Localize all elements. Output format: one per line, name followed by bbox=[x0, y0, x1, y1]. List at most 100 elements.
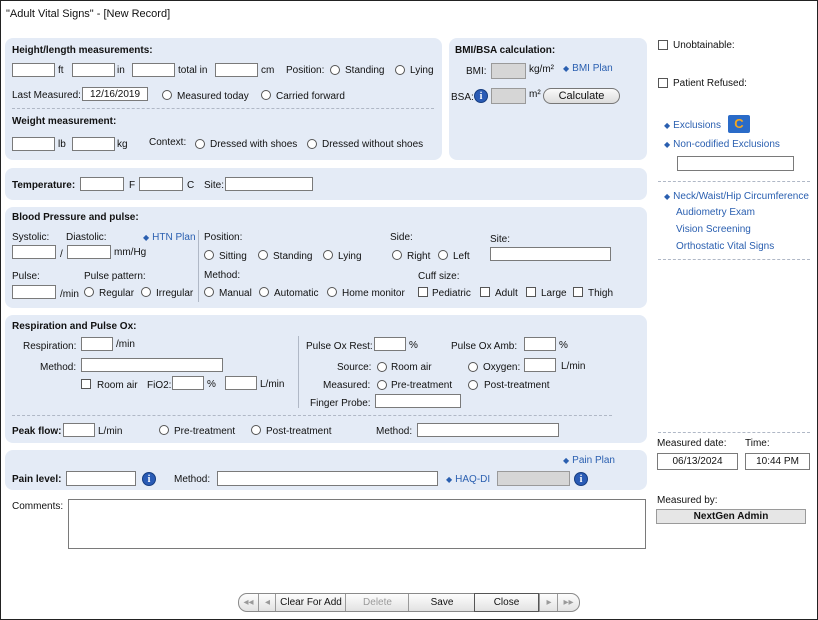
bmi-plan-label: BMI Plan bbox=[572, 63, 613, 74]
pulse-regular-radio[interactable] bbox=[84, 287, 94, 297]
measured-pre-radio[interactable] bbox=[377, 380, 387, 390]
non-codified-link[interactable]: ◆Non-codified Exclusions bbox=[664, 139, 780, 150]
peak-method-input[interactable] bbox=[417, 423, 559, 437]
weight-lb-input[interactable] bbox=[12, 137, 55, 151]
home-monitor-radio[interactable] bbox=[327, 287, 337, 297]
bp-slash: / bbox=[60, 249, 63, 260]
diastolic-input[interactable] bbox=[67, 245, 111, 259]
position-lying-radio[interactable] bbox=[395, 65, 405, 75]
automatic-radio[interactable] bbox=[259, 287, 269, 297]
htn-plan-link[interactable]: ◆HTN Plan bbox=[143, 232, 196, 243]
source-oxygen-radio[interactable] bbox=[468, 362, 478, 372]
side-right-radio[interactable] bbox=[392, 250, 402, 260]
large-label: Large bbox=[541, 288, 567, 299]
measured-today-radio[interactable] bbox=[162, 90, 172, 100]
peak-method-label: Method: bbox=[376, 426, 413, 437]
manual-radio[interactable] bbox=[204, 287, 214, 297]
bp-section-label: Blood Pressure and pulse: bbox=[12, 212, 139, 223]
haq-di-info-icon[interactable]: i bbox=[574, 472, 588, 486]
pediatric-checkbox[interactable] bbox=[418, 287, 428, 297]
pulse-input[interactable] bbox=[12, 285, 56, 299]
pulse-ox-amb-input[interactable] bbox=[524, 337, 556, 351]
thigh-checkbox[interactable] bbox=[573, 287, 583, 297]
fio2-input[interactable] bbox=[172, 376, 204, 390]
bp-site-input[interactable] bbox=[490, 247, 611, 261]
orthostatic-link[interactable]: Orthostatic Vital Signs bbox=[676, 241, 775, 252]
calculate-button[interactable]: Calculate bbox=[543, 88, 620, 104]
bsa-info-icon[interactable]: i bbox=[474, 89, 488, 103]
with-shoes-radio[interactable] bbox=[195, 139, 205, 149]
room-air-checkbox[interactable] bbox=[81, 379, 91, 389]
height-in-input[interactable] bbox=[72, 63, 115, 77]
peak-flow-input[interactable] bbox=[63, 423, 95, 437]
save-button[interactable]: Save bbox=[408, 594, 475, 611]
respiration-input[interactable] bbox=[81, 337, 113, 351]
time-field[interactable]: 10:44 PM bbox=[745, 453, 810, 470]
bmi-field bbox=[491, 63, 526, 79]
measured-date-field[interactable]: 06/13/2024 bbox=[657, 453, 738, 470]
unobtainable-label: Unobtainable: bbox=[673, 40, 735, 51]
position-standing-radio[interactable] bbox=[330, 65, 340, 75]
bmi-plan-link[interactable]: ◆BMI Plan bbox=[563, 63, 613, 74]
systolic-input[interactable] bbox=[12, 245, 56, 259]
temp-f-input[interactable] bbox=[80, 177, 124, 191]
comments-label: Comments: bbox=[12, 501, 64, 512]
right-divider-2 bbox=[658, 259, 810, 260]
sitting-radio[interactable] bbox=[204, 250, 214, 260]
close-button[interactable]: Close bbox=[474, 593, 539, 612]
neck-waist-hip-link[interactable]: ◆Neck/Waist/Hip Circumference bbox=[664, 191, 809, 202]
height-cm-input[interactable] bbox=[215, 63, 258, 77]
measured-by-field: NextGen Admin bbox=[656, 509, 806, 524]
htn-plan-label: HTN Plan bbox=[152, 232, 196, 243]
source-room-air-radio[interactable] bbox=[377, 362, 387, 372]
measured-post-radio[interactable] bbox=[468, 380, 478, 390]
large-checkbox[interactable] bbox=[526, 287, 536, 297]
systolic-label: Systolic: bbox=[12, 232, 50, 243]
prev-record-button[interactable]: ◂ bbox=[258, 594, 276, 611]
weight-kg-input[interactable] bbox=[72, 137, 115, 151]
carried-forward-radio[interactable] bbox=[261, 90, 271, 100]
temp-c-input[interactable] bbox=[139, 177, 183, 191]
adult-checkbox[interactable] bbox=[480, 287, 490, 297]
pulse-per-min: /min bbox=[60, 289, 79, 300]
patient-refused-checkbox[interactable] bbox=[658, 78, 668, 88]
bp-standing-radio[interactable] bbox=[258, 250, 268, 260]
delete-button[interactable]: Delete bbox=[345, 594, 409, 611]
finger-probe-input[interactable] bbox=[375, 394, 461, 408]
respiration-panel bbox=[5, 315, 647, 443]
comments-textarea[interactable] bbox=[68, 499, 646, 549]
first-record-button[interactable]: ◂◂ bbox=[243, 597, 254, 608]
vision-screening-link[interactable]: Vision Screening bbox=[676, 224, 751, 235]
pain-level-info-icon[interactable]: i bbox=[142, 472, 156, 486]
non-codified-input[interactable] bbox=[677, 156, 794, 171]
exclusions-link[interactable]: ◆Exclusions bbox=[664, 120, 721, 131]
pain-level-input[interactable] bbox=[66, 471, 136, 486]
pulse-ox-rest-input[interactable] bbox=[374, 337, 406, 351]
peak-pre-radio[interactable] bbox=[159, 425, 169, 435]
pulse-irregular-radio[interactable] bbox=[141, 287, 151, 297]
measured-post-label: Post-treatment bbox=[484, 380, 550, 391]
bsa-field bbox=[491, 88, 526, 104]
bp-lying-radio[interactable] bbox=[323, 250, 333, 260]
peak-post-radio[interactable] bbox=[251, 425, 261, 435]
height-ft-input[interactable] bbox=[12, 63, 55, 77]
next-record-button[interactable]: ▸ bbox=[539, 594, 558, 611]
fio2-lpm-input[interactable] bbox=[225, 376, 257, 390]
pulse-ox-amb-percent: % bbox=[559, 340, 568, 351]
oxygen-input[interactable] bbox=[524, 358, 556, 372]
pain-method-input[interactable] bbox=[217, 471, 438, 486]
height-total-input[interactable] bbox=[132, 63, 175, 77]
haq-di-link[interactable]: ◆HAQ-DI bbox=[446, 474, 490, 485]
without-shoes-radio[interactable] bbox=[307, 139, 317, 149]
pain-plan-link[interactable]: ◆Pain Plan bbox=[563, 455, 615, 466]
side-left-radio[interactable] bbox=[438, 250, 448, 260]
clear-for-add-button[interactable]: Clear For Add bbox=[275, 594, 346, 611]
temp-site-input[interactable] bbox=[225, 177, 313, 191]
last-record-button[interactable]: ▸▸ bbox=[557, 594, 579, 611]
audiometry-link[interactable]: Audiometry Exam bbox=[676, 207, 755, 218]
resp-method-input[interactable] bbox=[81, 358, 223, 372]
regular-label: Regular bbox=[99, 288, 135, 299]
unobtainable-checkbox[interactable] bbox=[658, 40, 668, 50]
exclusions-icon[interactable]: C bbox=[728, 115, 750, 133]
exclusions-label: Exclusions bbox=[673, 120, 721, 131]
